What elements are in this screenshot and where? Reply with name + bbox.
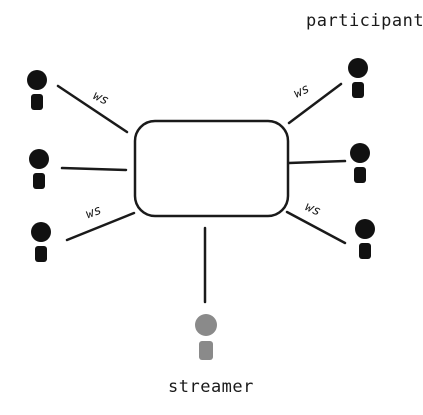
streamer-label: streamer <box>168 377 254 397</box>
participant-icon <box>348 58 368 98</box>
participant-icon <box>29 149 49 189</box>
connection-line-left-middle <box>60 166 128 172</box>
participant-icon <box>27 70 47 110</box>
participant-icon <box>355 219 375 259</box>
streamer-icon <box>195 314 217 360</box>
participant-icon <box>350 143 370 183</box>
participant-icon <box>31 222 51 262</box>
connection-line-left-top <box>56 84 129 134</box>
connection-line-right-bottom <box>285 210 347 245</box>
server-box <box>133 119 290 218</box>
participant-label: participant <box>306 11 423 31</box>
connection-line-right-middle <box>287 159 347 165</box>
connection-line-left-bottom <box>65 211 136 242</box>
connection-line-right-top <box>287 82 343 125</box>
